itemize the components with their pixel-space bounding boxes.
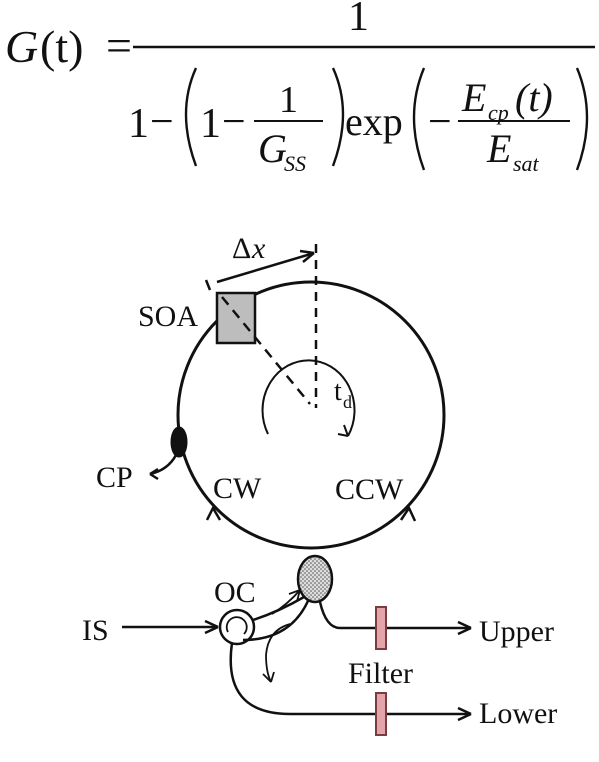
equation-one: 1 xyxy=(128,101,149,147)
delta-x-tick xyxy=(204,279,212,291)
equation-numerator: 1 xyxy=(348,0,369,40)
return-signal-arrowhead xyxy=(262,671,275,683)
ccw-label: CCW xyxy=(335,473,404,506)
cp-arrowhead xyxy=(149,467,159,481)
left-paren-outer xyxy=(184,67,198,167)
oc-inner-arrow xyxy=(225,616,248,635)
cp-label: CP xyxy=(96,461,133,494)
upper-output-line xyxy=(318,601,471,630)
delta-x-arrow xyxy=(216,251,315,284)
delta-x-var: x xyxy=(251,232,266,265)
energy-symbol: E xyxy=(461,75,486,120)
ccw-arrowhead xyxy=(399,505,417,522)
td-arc-arrowhead xyxy=(337,424,349,437)
return-line xyxy=(242,600,310,642)
equation-exp: exp xyxy=(345,99,403,144)
soa-label: SOA xyxy=(138,300,198,333)
forward-signal-arrowhead xyxy=(288,589,301,602)
loop-coupler xyxy=(296,554,334,604)
equation-lhs-arg: (t) xyxy=(40,21,83,72)
right-paren-exp xyxy=(575,67,589,171)
sat-subscript: sat xyxy=(513,151,540,176)
lower-label: Lower xyxy=(479,697,557,730)
diagram-labels: Δ x SOA t d CP CW CCW OC IS Filter Upper… xyxy=(82,232,557,730)
td-arc xyxy=(261,359,356,437)
is-arrowhead xyxy=(204,619,219,635)
equation-equals: = xyxy=(106,20,132,71)
td-subscript: d xyxy=(343,392,352,412)
lower-arrowhead xyxy=(457,706,472,722)
delta-x-symbol: Δ xyxy=(232,232,251,265)
lower-output-line xyxy=(229,642,471,716)
gain-subscript: SS xyxy=(284,151,306,176)
loop-diagram xyxy=(122,244,472,736)
delta-x-arrowhead xyxy=(299,249,315,263)
cw-label: CW xyxy=(213,472,262,505)
td-label: t xyxy=(334,376,342,407)
is-label: IS xyxy=(82,614,109,647)
soa-block xyxy=(215,291,257,345)
filter-label: Filter xyxy=(348,657,413,690)
cp-coupler xyxy=(170,426,188,458)
sat-symbol: E xyxy=(486,126,511,171)
gain-symbol: G xyxy=(258,126,287,171)
equation-inner-minus: − xyxy=(222,99,246,145)
return-signal-arrow xyxy=(265,623,291,683)
upper-label: Upper xyxy=(479,615,554,648)
energy-arg: (t) xyxy=(515,75,553,120)
right-paren-outer xyxy=(331,67,345,167)
equation-exp-minus: − xyxy=(428,99,452,145)
equation-inner-one: 1 xyxy=(200,101,221,147)
forward-signal-arrow xyxy=(271,589,301,615)
upper-arrowhead xyxy=(457,620,472,636)
oc-circulator xyxy=(218,608,256,646)
upper-filter xyxy=(375,606,387,650)
equation-minus: − xyxy=(150,99,174,145)
fiber-loop xyxy=(176,280,446,550)
lower-filter xyxy=(375,692,387,736)
equation-lhs: G xyxy=(5,21,38,72)
gain-equation: G (t) = 1 1 − 1 − 1 G SS exp − E cp (t) … xyxy=(5,0,595,176)
energy-subscript: cp xyxy=(488,100,509,125)
equation-frac-num: 1 xyxy=(279,79,298,121)
left-paren-exp xyxy=(412,67,426,171)
soa-dashed-line xyxy=(221,296,311,405)
oc-label: OC xyxy=(214,576,256,609)
cw-arrowhead xyxy=(205,505,222,521)
